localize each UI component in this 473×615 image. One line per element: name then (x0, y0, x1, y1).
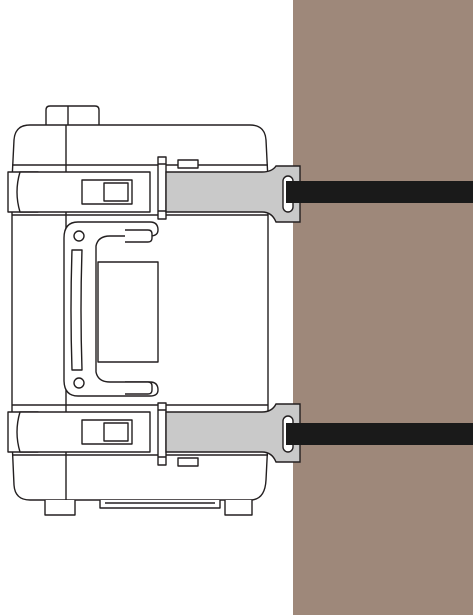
case-lid-ridge (45, 105, 100, 125)
case-handle (63, 221, 159, 397)
latch-top-button-inner (103, 182, 129, 202)
latch-bottom (7, 402, 199, 467)
handle-frame (63, 221, 159, 397)
handle-clip-top (125, 229, 153, 243)
latch-bottom-button-inner (103, 422, 129, 442)
handle-hinge-bottom (73, 377, 85, 389)
mount-bracket-bottom (165, 403, 301, 463)
latch-top-hinge-pin (157, 156, 167, 220)
latch-bottom-keeper (177, 457, 199, 467)
wooden-post (293, 0, 473, 615)
handle-label-plate (97, 261, 159, 363)
latch-top (7, 156, 199, 220)
handle-hinge-top (73, 230, 85, 242)
case-feet (44, 500, 253, 516)
latch-top-hinge-ticks (158, 163, 166, 212)
case-groove-top (12, 164, 268, 216)
case-groove-bottom (12, 404, 268, 456)
latch-bottom-hinge-ticks (158, 409, 166, 458)
strap-bottom (286, 423, 473, 445)
latch-bottom-hinge-pin (157, 402, 167, 466)
latch-top-keeper (177, 159, 199, 169)
mount-bracket-top (165, 165, 301, 223)
strap-top (286, 181, 473, 203)
handle-clip-bottom (125, 381, 153, 395)
handle-grip (70, 249, 83, 371)
